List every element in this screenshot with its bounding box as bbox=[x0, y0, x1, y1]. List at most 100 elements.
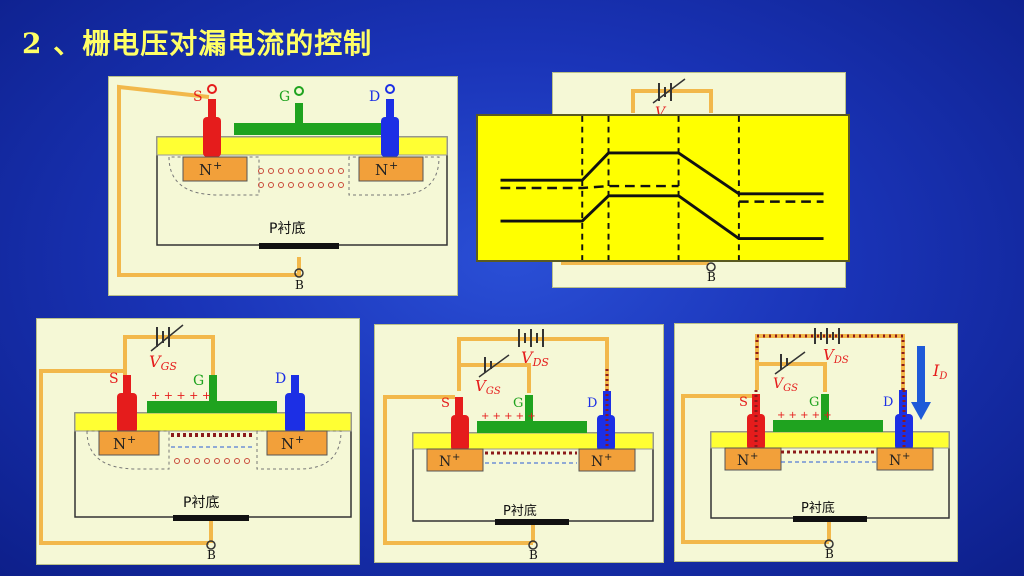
body-wire bbox=[383, 395, 533, 545]
drain-n-region bbox=[578, 448, 636, 472]
gate-charges: + + + + + bbox=[481, 411, 536, 422]
mosfet-vgs-svg: VGS + + + + + N + N + P衬底 S G D B bbox=[39, 324, 352, 562]
drain-n-label: N bbox=[281, 435, 294, 453]
source-terminal bbox=[207, 84, 217, 94]
vgs-label: VGS bbox=[475, 377, 501, 397]
oxide-layer bbox=[412, 432, 654, 450]
valence-band bbox=[500, 194, 824, 241]
source-depletion bbox=[86, 430, 170, 470]
drain-n-region bbox=[266, 430, 328, 456]
body-wire bbox=[39, 369, 209, 545]
body-wire bbox=[681, 394, 829, 544]
drain-label: D bbox=[369, 89, 380, 105]
source-n-region bbox=[182, 156, 248, 182]
source-n-sup: + bbox=[127, 433, 136, 446]
drain-depletion bbox=[348, 156, 440, 196]
source-n-label: N bbox=[439, 454, 451, 470]
battery-icon bbox=[652, 78, 686, 104]
mosfet-vgs-vds-svg: VDS VGS + + + + + N + N + P衬底 S G D bbox=[383, 329, 654, 562]
gate-stem bbox=[821, 394, 829, 422]
drain-n-sup: + bbox=[902, 451, 910, 462]
drain-n-sup: + bbox=[295, 433, 304, 446]
acceptor-ions bbox=[174, 458, 250, 464]
conduction-band bbox=[500, 151, 824, 196]
substrate-label: P衬底 bbox=[269, 221, 305, 237]
drain-electrode bbox=[381, 117, 399, 157]
drain-n-label: N bbox=[591, 454, 603, 470]
vgs-wire bbox=[755, 362, 827, 392]
body-wire bbox=[117, 84, 299, 277]
body-contact bbox=[173, 515, 249, 521]
gate-label: G bbox=[809, 395, 819, 410]
gate-stem bbox=[209, 375, 217, 403]
body-contact bbox=[259, 243, 339, 249]
current-arrow-icon bbox=[911, 346, 931, 420]
drain-label: D bbox=[587, 396, 597, 411]
drain-n-region bbox=[358, 156, 424, 182]
oxide-layer bbox=[710, 431, 950, 449]
body-terminal bbox=[206, 540, 216, 550]
battery-icon bbox=[518, 329, 544, 347]
gate-stem bbox=[295, 103, 303, 125]
gate-charges: + + + + + bbox=[777, 410, 832, 421]
mosfet-diagram-vgs-vds: VDS VGS + + + + + N + N + P衬底 S G D bbox=[374, 324, 664, 563]
mosfet-diagram-vgs: VGS + + + + + N + N + P衬底 S G D B bbox=[36, 318, 360, 565]
substrate-label: P衬底 bbox=[503, 503, 537, 519]
source-label: S bbox=[441, 396, 450, 411]
vgs-label: VGS bbox=[773, 376, 798, 394]
battery-icon-vgs bbox=[478, 354, 510, 378]
drain-n-sup: + bbox=[604, 452, 612, 463]
drain-n-label: N bbox=[889, 453, 901, 469]
source-n-sup: + bbox=[452, 452, 460, 463]
battery-icon bbox=[150, 324, 184, 352]
fermi-level-left bbox=[500, 184, 679, 190]
vgs-label: VGS bbox=[149, 352, 177, 373]
body-terminal bbox=[294, 268, 304, 278]
gate-label: G bbox=[193, 373, 204, 389]
gate-electrode bbox=[147, 401, 277, 413]
source-electrode bbox=[451, 415, 469, 451]
energy-band-diagram bbox=[476, 114, 850, 262]
drain-terminal bbox=[385, 84, 395, 94]
source-stem bbox=[123, 375, 131, 395]
vds-label: VDS bbox=[521, 348, 549, 369]
source-label: S bbox=[739, 395, 748, 410]
body-terminal bbox=[528, 540, 538, 550]
gate-electrode bbox=[477, 421, 587, 433]
source-electrode bbox=[203, 117, 221, 157]
source-n-label: N bbox=[737, 453, 749, 469]
source-n-region bbox=[426, 448, 484, 472]
drain-n-region bbox=[876, 447, 934, 471]
mosfet-diagram-drain-current: VDS VGS ID + + + + + N + N + P衬底 bbox=[674, 323, 958, 562]
drain-label: D bbox=[883, 395, 893, 410]
drain-depletion bbox=[256, 430, 342, 470]
substrate-label: P衬底 bbox=[801, 500, 835, 516]
drain-electrode bbox=[597, 415, 615, 451]
drain-n-label: N bbox=[375, 161, 388, 179]
battery-icon-vgs bbox=[774, 351, 806, 375]
source-n-sup: + bbox=[213, 159, 222, 172]
gate-label: G bbox=[279, 89, 290, 105]
region-boundaries bbox=[581, 116, 740, 260]
gate-electrode bbox=[234, 123, 382, 135]
source-depletion bbox=[168, 156, 260, 196]
source-n-label: N bbox=[113, 435, 126, 453]
page-title: 2 、栅电压对漏电流的控制 bbox=[22, 27, 373, 60]
source-n-sup: + bbox=[750, 451, 758, 462]
vgs-wire bbox=[457, 363, 531, 393]
battery-icon bbox=[814, 328, 840, 344]
drain-stem bbox=[291, 375, 299, 395]
substrate-label: P衬底 bbox=[183, 495, 219, 511]
drain-electrode bbox=[285, 393, 305, 433]
mosfet-drain-current-svg: VDS VGS ID + + + + + N + N + P衬底 bbox=[681, 328, 950, 561]
body-contact bbox=[495, 519, 569, 525]
source-label: S bbox=[109, 371, 119, 387]
body-label: B bbox=[825, 547, 834, 561]
gate-charges: + + + + + bbox=[151, 389, 211, 402]
body-contact bbox=[793, 516, 867, 522]
gate-terminal bbox=[294, 86, 304, 96]
source-stem bbox=[455, 397, 463, 417]
mosfet-diagram-unbiased: N + N + P衬底 S G D B bbox=[108, 76, 458, 296]
energy-band-svg bbox=[500, 116, 824, 260]
source-n-label: N bbox=[199, 161, 212, 179]
